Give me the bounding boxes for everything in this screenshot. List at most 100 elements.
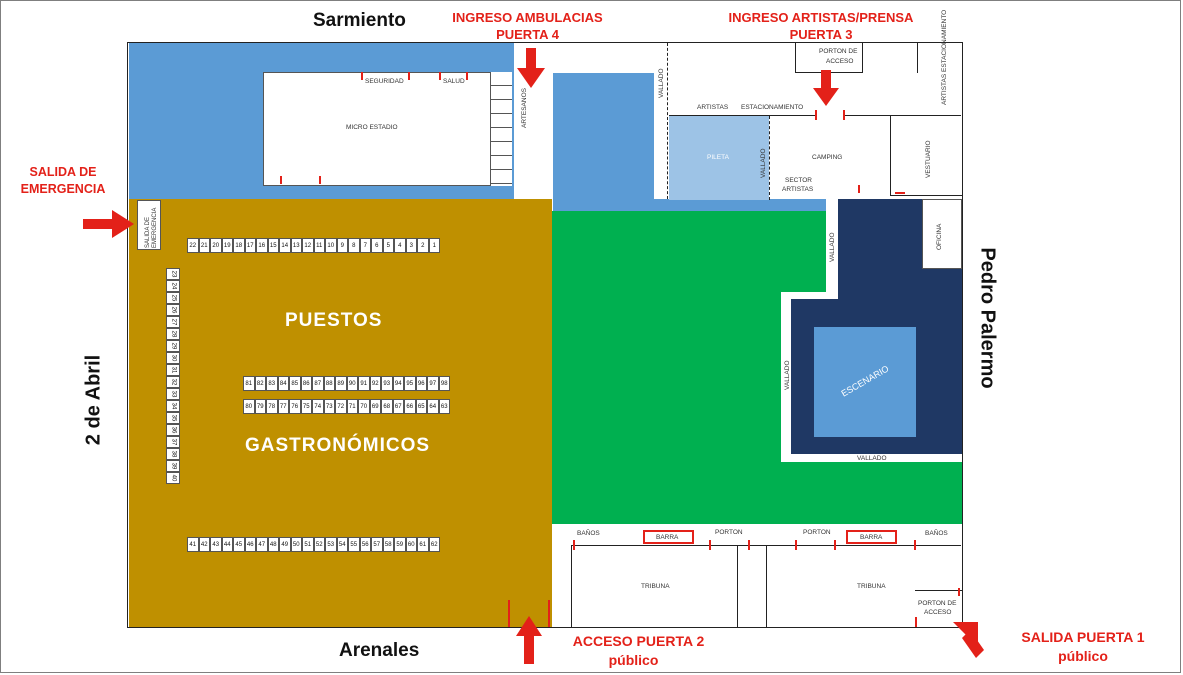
salida-emergencia-box [137,200,161,250]
stall-57: 57 [371,537,383,552]
door-mark [795,540,797,550]
wall [795,43,796,73]
stall-16: 16 [256,238,268,253]
street-bottom: Arenales [339,640,420,661]
puestos-label: PUESTOS [285,310,383,331]
stall-91: 91 [358,376,370,391]
stall-97: 97 [427,376,439,391]
porton-acceso-label-2: ACCESO [924,609,952,616]
stall-82: 82 [254,376,266,391]
stall-53: 53 [325,537,337,552]
wall [766,545,767,627]
stall-44: 44 [221,537,233,552]
stall-71: 71 [346,399,358,414]
stall-85: 85 [289,376,301,391]
wall [917,43,918,73]
wall [571,545,572,627]
stall-12: 12 [302,238,314,253]
stall-83: 83 [266,376,278,391]
pileta-label: PILETA [707,154,729,161]
stall-43: 43 [210,537,222,552]
street-top: Sarmiento [313,10,406,31]
stall-75: 75 [300,399,312,414]
salud-label: SALUD [443,78,465,85]
stall-39: 39 [166,460,180,472]
stall-56: 56 [359,537,371,552]
sector-label: SECTOR [785,177,812,184]
ambulance-entrance-title: INGRESO AMBULACIAS [452,10,603,25]
arrow-access-2 [516,616,542,664]
stall-24: 24 [166,280,180,292]
artists-entrance-door: PUERTA 3 [789,27,853,42]
stall-94: 94 [392,376,404,391]
escenario [814,327,916,437]
stall-9: 9 [336,238,348,253]
stall-96: 96 [415,376,427,391]
stall-52: 52 [313,537,325,552]
stall-22: 22 [187,238,199,253]
stall-21: 21 [198,238,210,253]
stall-31: 31 [166,364,180,376]
stall-87: 87 [312,376,324,391]
stall-23: 23 [166,268,180,280]
vallado-strip [826,199,838,299]
emergency-exit-label: SALIDA DE EMERGENCIA [14,164,112,198]
stall-66: 66 [404,399,416,414]
access-2-subtitle: público [608,652,659,668]
estacionamiento-label: ESTACIONAMIENTO [741,104,804,111]
artistas-label: ARTISTAS [697,104,729,111]
stall-47: 47 [256,537,268,552]
wall [737,545,738,627]
emergency-exit-title: SALIDA DE [29,165,97,179]
stall-89: 89 [335,376,347,391]
stall-90: 90 [346,376,358,391]
exit-1-subtitle: público [1058,648,1108,664]
porton-top-label: PORTON DE [819,48,858,55]
barra-right [846,530,897,544]
ambulance-entrance-label: INGRESO AMBULACIAS PUERTA 4 [445,9,610,43]
stall-84: 84 [277,376,289,391]
stall-41: 41 [187,537,199,552]
door-mark [895,192,905,194]
oficina-box [922,199,962,269]
stall-68: 68 [381,399,393,414]
vallado-strip [781,292,791,462]
stall-20: 20 [210,238,222,253]
stall-37: 37 [166,436,180,448]
camping-label: CAMPING [812,154,843,161]
wall [845,115,961,116]
emergency-exit-title-2: EMERGENCIA [20,182,106,196]
stall-49: 49 [279,537,291,552]
stall-80: 80 [243,399,255,414]
door-mark [280,176,282,184]
arrow-artists [813,70,839,106]
vallado-line [769,116,770,200]
stall-62: 62 [428,537,440,552]
wall [890,116,891,196]
door-mark [466,72,468,80]
stall-81: 81 [243,376,255,391]
door-mark [319,176,321,184]
wall [890,195,962,196]
stall-8: 8 [348,238,360,253]
stall-95: 95 [404,376,416,391]
banos-label-left: BAÑOS [577,530,600,537]
stall-54: 54 [336,537,348,552]
door-mark [748,540,750,550]
door-mark [439,72,441,80]
ambulance-entrance-door: PUERTA 4 [496,27,559,42]
stall-28: 28 [166,328,180,340]
pileta [669,116,769,200]
door-mark [958,588,960,596]
stall-15: 15 [267,238,279,253]
door-mark [834,540,836,550]
door-mark [709,540,711,550]
stairs [490,72,512,186]
access-door-mark [508,600,510,627]
stall-59: 59 [394,537,406,552]
